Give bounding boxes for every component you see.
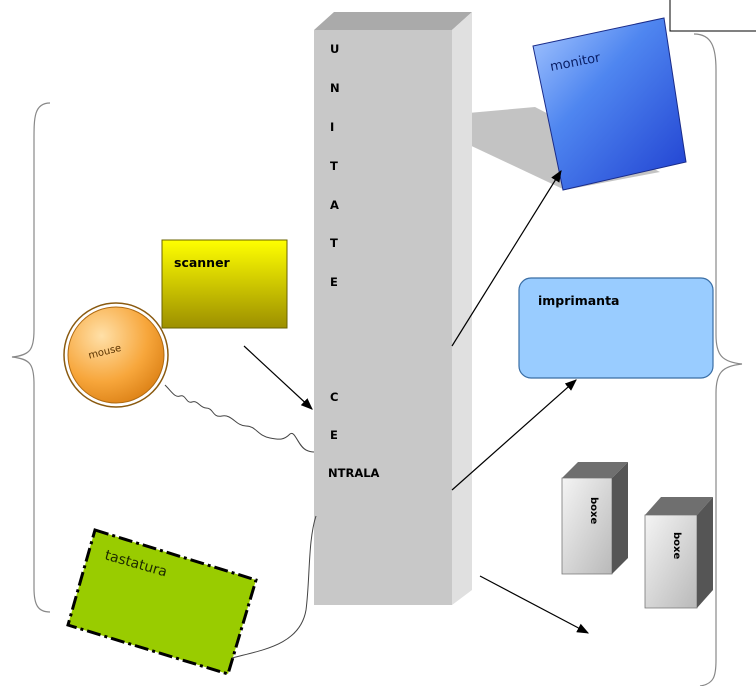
mouse: mouse bbox=[63, 302, 169, 408]
keyboard: tastatura bbox=[66, 528, 258, 676]
central-letter: E bbox=[330, 428, 338, 442]
arrow-unit-to-monitor bbox=[451, 169, 562, 347]
central-letter: N bbox=[330, 81, 340, 95]
central-letter: I bbox=[330, 120, 334, 134]
central-unit-top bbox=[314, 12, 472, 30]
mouse-cable bbox=[164, 384, 315, 453]
central-letter: C bbox=[330, 390, 338, 404]
keyboard-cable bbox=[231, 515, 317, 659]
speaker-left: boxe bbox=[561, 462, 628, 575]
central-letter: U bbox=[330, 42, 339, 56]
central-unit-side bbox=[452, 12, 472, 605]
printer-label: imprimanta bbox=[538, 293, 619, 308]
scanner: scanner bbox=[161, 239, 288, 329]
speaker-left-label: boxe bbox=[588, 497, 599, 524]
top-right-box bbox=[669, 0, 756, 32]
central-letter: NTRALA bbox=[328, 466, 380, 480]
arrow-unit-to-speakers bbox=[479, 575, 590, 634]
central-letter: E bbox=[330, 275, 338, 289]
central-letter: T bbox=[330, 159, 338, 173]
central-letter: T bbox=[330, 236, 338, 250]
right-brace bbox=[693, 33, 743, 686]
central-letter: A bbox=[330, 198, 339, 212]
scanner-label: scanner bbox=[174, 255, 231, 270]
arrow-unit-to-printer bbox=[451, 379, 577, 491]
speaker-right-label: boxe bbox=[671, 532, 682, 559]
speaker-right: boxe bbox=[644, 497, 713, 609]
printer: imprimanta bbox=[518, 277, 714, 379]
central-unit-front bbox=[314, 30, 452, 605]
central-unit bbox=[314, 12, 472, 605]
left-brace bbox=[11, 102, 51, 613]
central-unit-label: U N I T A T E C E NTRALA bbox=[328, 42, 380, 480]
arrow-scanner-to-unit bbox=[243, 345, 313, 410]
monitor: monitor bbox=[532, 17, 687, 191]
